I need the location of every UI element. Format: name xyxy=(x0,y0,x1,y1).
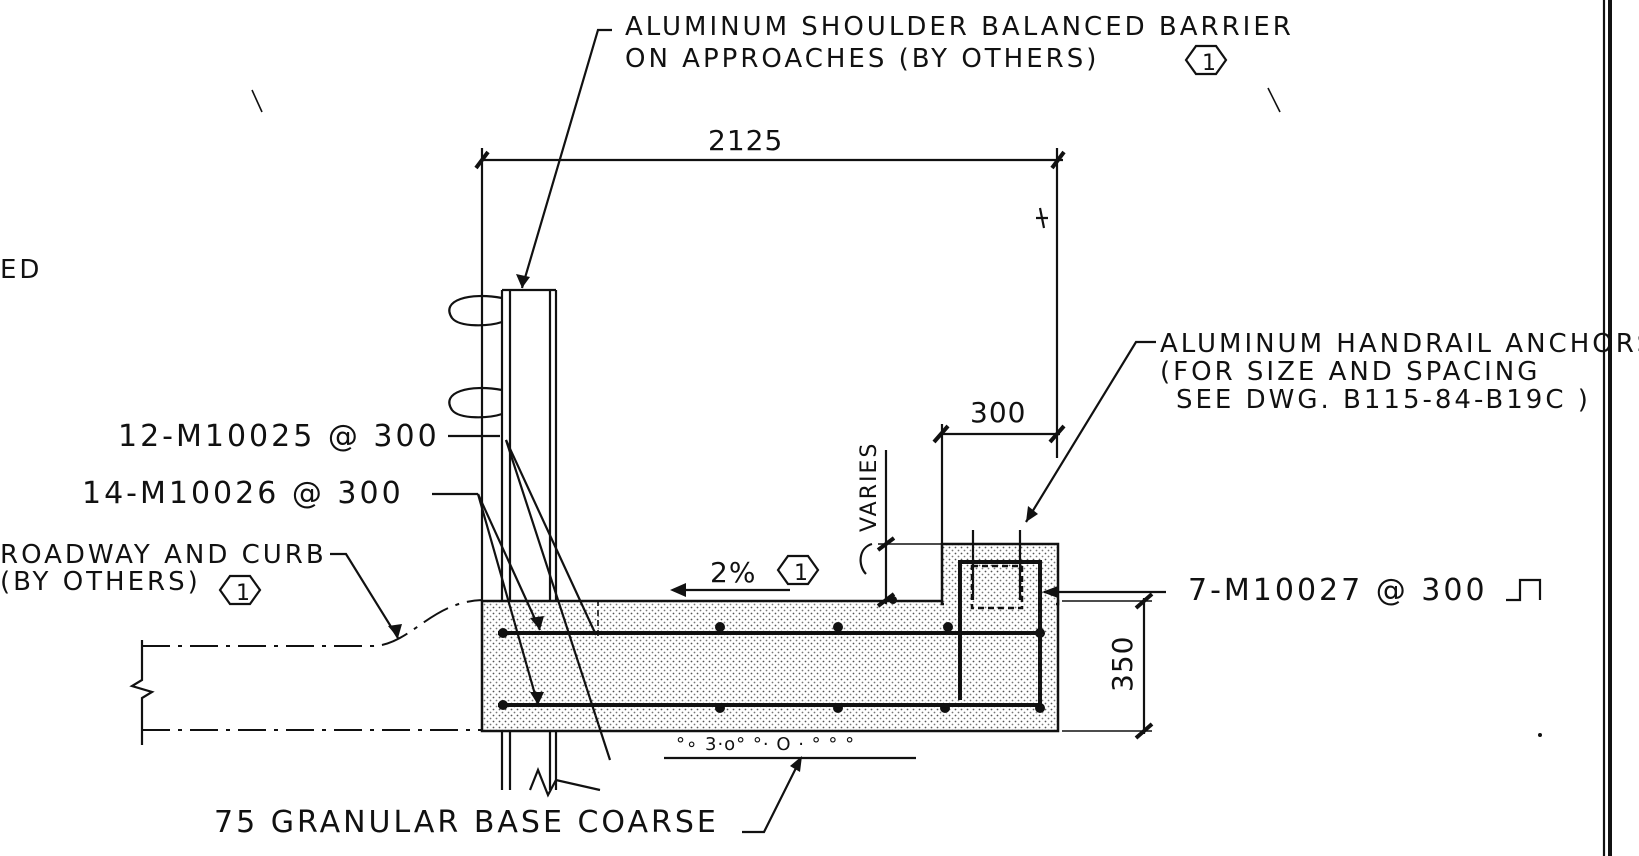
bar-12-label: 12-M10025 @ 300 xyxy=(118,419,440,454)
base-course-texture: °∘ 3·o° °· O · ° ° ° xyxy=(676,734,855,755)
bar-7-shape-icon xyxy=(1506,578,1542,602)
bar-14-diagonal-b xyxy=(476,493,540,706)
slope-revision-hex: 1 xyxy=(776,554,820,586)
edge-fragment-text: ED xyxy=(0,255,42,285)
roadway-top-line xyxy=(142,599,483,647)
base-course-label: 75 GRANULAR BASE COARSE xyxy=(214,805,719,840)
dimension-tick-right xyxy=(1050,150,1066,170)
roadway-revision-hex-number: 1 xyxy=(236,581,250,606)
bar-14-arrow-b xyxy=(530,692,544,705)
dimension-overall-width: 2125 xyxy=(708,124,783,157)
bar-7-leader-arrow xyxy=(1042,586,1058,598)
bar-14-diagonal-a xyxy=(476,493,542,631)
bar-7-label: 7-M10027 @ 300 xyxy=(1188,573,1488,608)
handrail-leader-arrow xyxy=(1026,506,1038,522)
base-course-leader-arrow xyxy=(790,756,802,772)
slope-arrow-head xyxy=(670,583,686,597)
roadway-label-line1: ROADWAY AND CURB xyxy=(0,540,327,570)
dimension-tick-300-left xyxy=(932,424,950,444)
varies-tick-bottom xyxy=(876,592,896,608)
barrier-rails xyxy=(448,294,503,419)
handrail-label-line2: (FOR SIZE AND SPACING xyxy=(1160,357,1540,387)
roadway-revision-hex: 1 xyxy=(218,574,262,606)
revision-hex-marker: 1 xyxy=(1184,44,1228,76)
roadway-break-line xyxy=(129,640,155,745)
roadway-leader-arrow xyxy=(388,624,402,638)
curb-join-cover xyxy=(944,598,1056,606)
stray-dot xyxy=(1538,733,1542,737)
bar-12-diagonal-b xyxy=(505,439,597,636)
dimension-tick-300-right xyxy=(1048,424,1066,444)
revision-hex-marker-number: 1 xyxy=(1202,51,1216,76)
barrier-label-line1: ALUMINUM SHOULDER BALANCED BARRIER xyxy=(625,12,1294,42)
slope-label: 2% xyxy=(710,556,756,589)
barrier-leader-arrow xyxy=(516,274,530,288)
rebar-dots xyxy=(498,596,1045,713)
dimension-curb-width: 300 xyxy=(970,396,1026,429)
barrier-leader-line xyxy=(520,28,612,289)
roadway-label-line2: (BY OTHERS) xyxy=(0,567,201,597)
handrail-label-line3: SEE DWG. B115-84-B19C ) xyxy=(1176,385,1591,415)
bar-14-arrow-a xyxy=(530,616,544,630)
handrail-label-line1: ALUMINUM HANDRAIL ANCHORS xyxy=(1160,329,1639,359)
handrail-leader xyxy=(1025,340,1156,523)
varies-bracket xyxy=(859,542,873,575)
break-line-post xyxy=(528,767,601,798)
dimension-mark-small xyxy=(1036,207,1048,229)
varies-label: VARIES xyxy=(857,442,882,532)
barrier-label-line2: ON APPROACHES (BY OTHERS) xyxy=(625,44,1099,74)
dimension-tick-left xyxy=(474,150,490,170)
dimension-slab-depth: 350 xyxy=(1106,636,1139,692)
bar-12-diagonal-a xyxy=(504,439,612,761)
corner-mark-right xyxy=(1267,87,1281,113)
bar-14-label: 14-M10026 @ 300 xyxy=(82,476,404,511)
corner-mark-left xyxy=(251,89,263,113)
dimension-tick-350-bottom xyxy=(1134,722,1154,740)
roadway-leader xyxy=(330,552,399,639)
base-course-leader xyxy=(742,759,801,834)
dimension-tick-350-top xyxy=(1134,592,1154,610)
deck-slab xyxy=(480,599,1060,733)
slope-revision-hex-number: 1 xyxy=(794,561,808,586)
